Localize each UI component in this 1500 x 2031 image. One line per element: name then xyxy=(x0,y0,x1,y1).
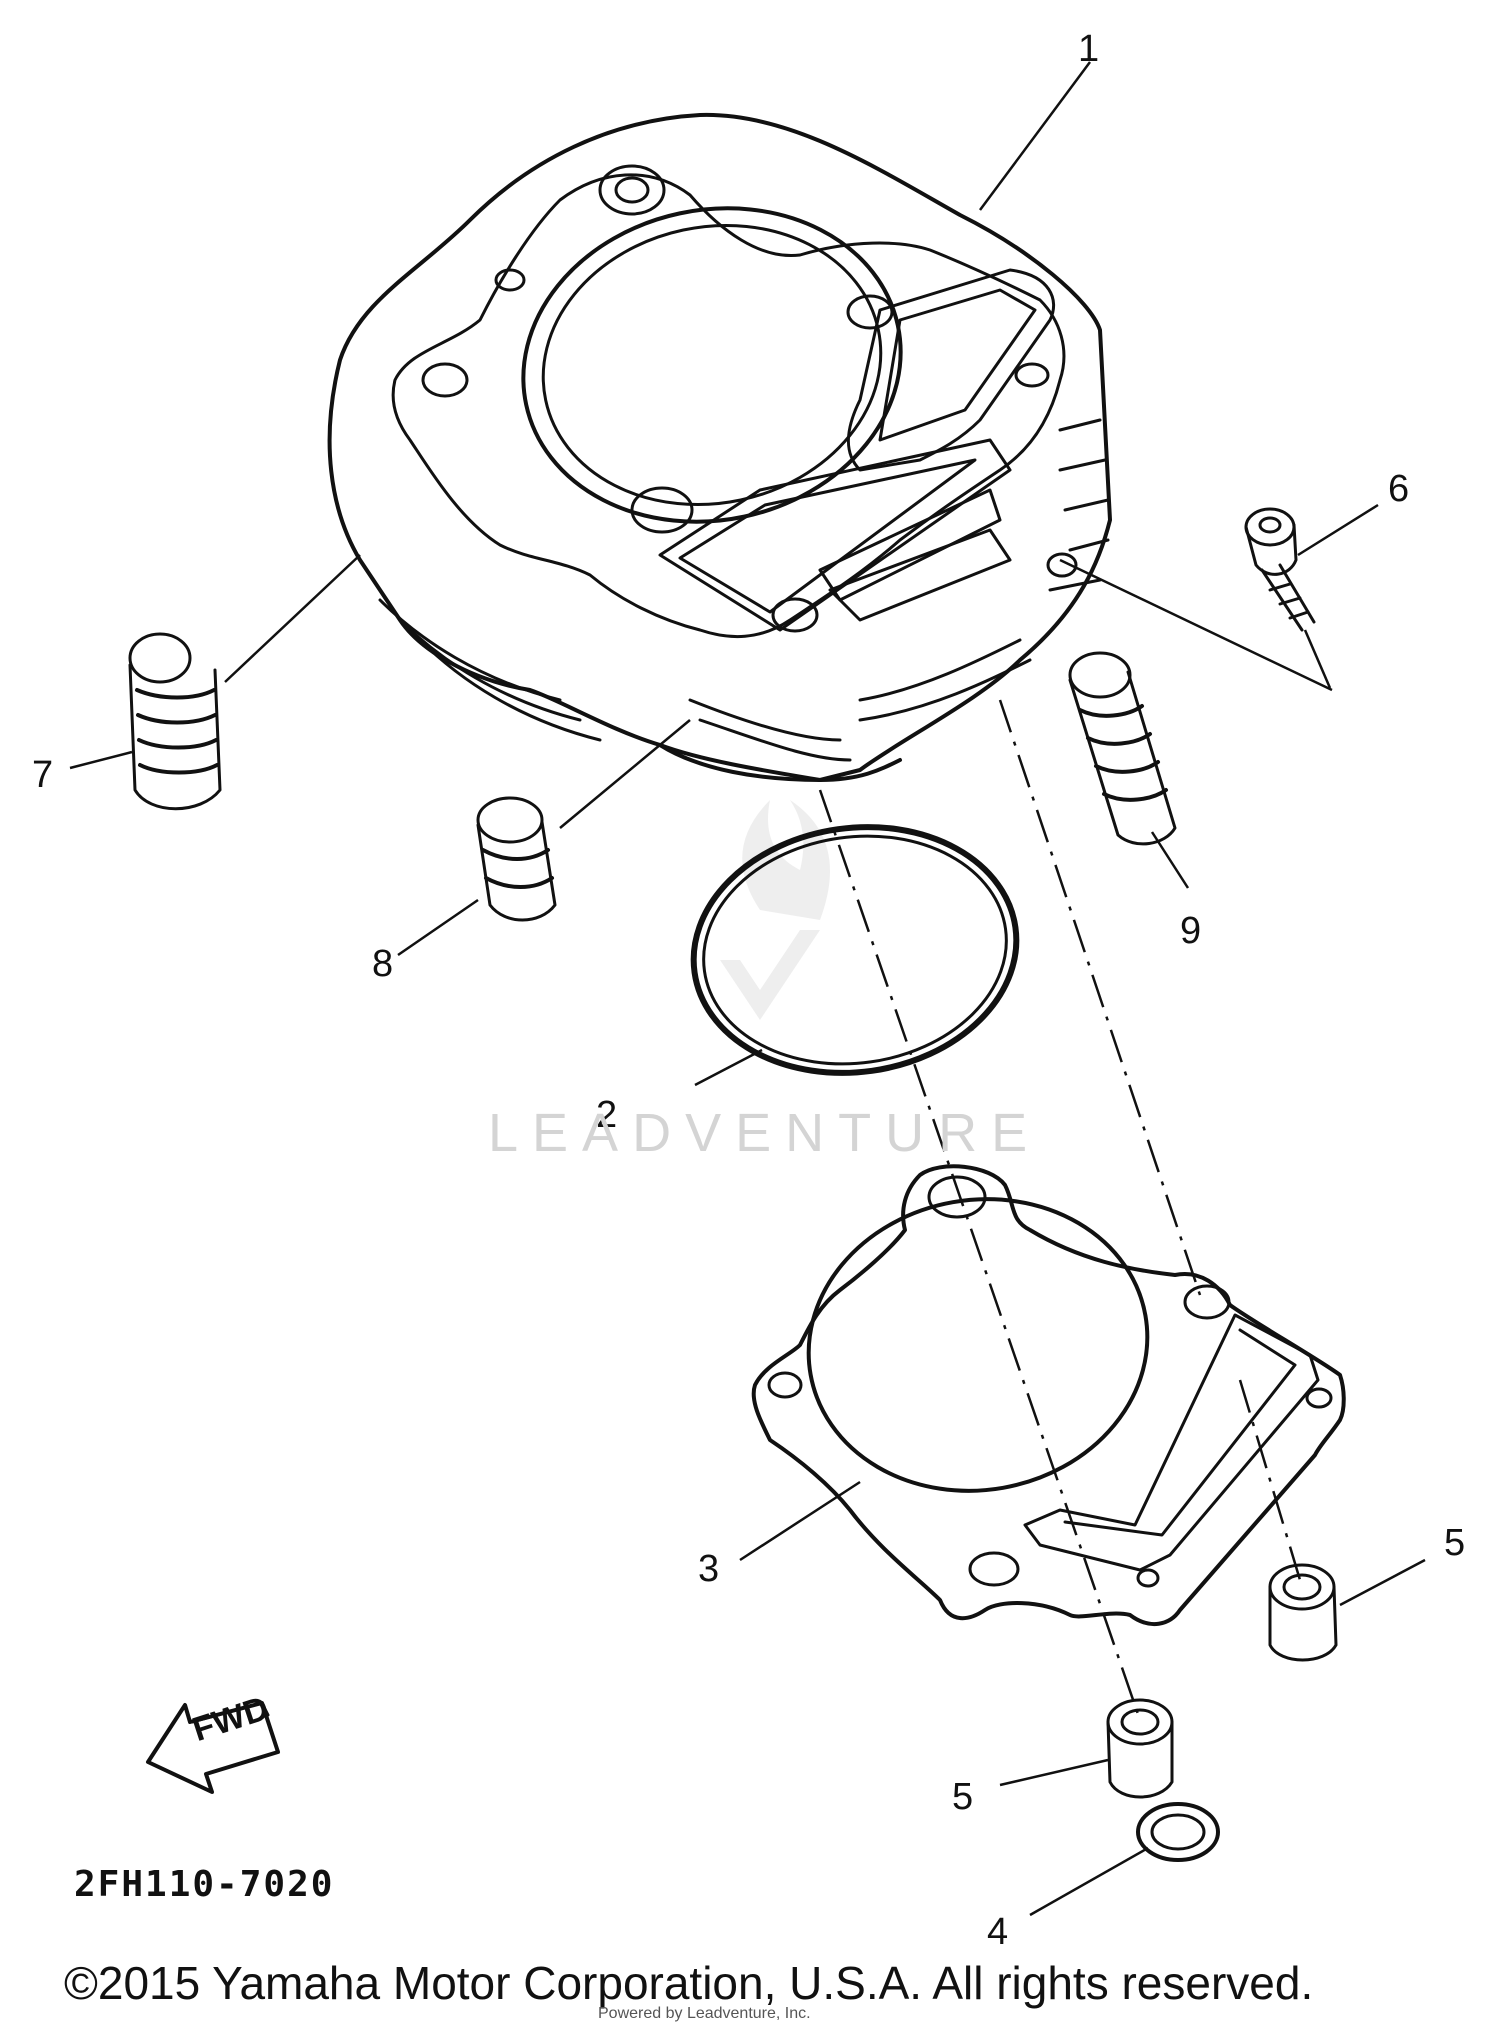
diagram-part-code: 2FH110-7020 xyxy=(74,1864,335,1905)
bolt-part-6[interactable] xyxy=(1244,507,1316,632)
assembly-centerlines xyxy=(818,699,1302,1721)
callout-3: 3 xyxy=(698,1548,720,1590)
copyright-notice: ©2015 Yamaha Motor Corporation, U.S.A. A… xyxy=(64,1957,1314,2009)
dowel-pin-part-5-right[interactable] xyxy=(1268,1563,1338,1662)
watermark-logo xyxy=(720,800,830,1020)
callout-2: 2 xyxy=(596,1094,618,1136)
damper-part-7[interactable] xyxy=(128,632,222,811)
callout-5-right: 5 xyxy=(1444,1522,1466,1564)
callout-6: 6 xyxy=(1388,468,1410,510)
callout-leaders xyxy=(69,61,1426,1917)
small-o-ring-part-4[interactable] xyxy=(1136,1802,1220,1862)
callout-1: 1 xyxy=(1078,28,1100,70)
watermark-subtext: Powered by Leadventure, Inc. xyxy=(598,2005,811,2022)
callout-4: 4 xyxy=(987,1911,1009,1953)
dowel-pin-part-5-bottom[interactable] xyxy=(1106,1698,1174,1799)
callout-9: 9 xyxy=(1180,910,1202,952)
fwd-arrow-icon xyxy=(146,1701,280,1794)
damper-part-9[interactable] xyxy=(1068,651,1177,846)
cylinder-part-1[interactable] xyxy=(327,112,1112,782)
callout-7: 7 xyxy=(32,754,54,796)
gasket-part-3[interactable] xyxy=(751,1164,1346,1626)
watermark-text: LEADVENTURE xyxy=(488,1103,1042,1163)
o-ring-part-2[interactable] xyxy=(678,807,1033,1094)
callout-8: 8 xyxy=(372,943,394,985)
damper-part-8[interactable] xyxy=(476,796,557,922)
callout-5-bottom: 5 xyxy=(952,1776,974,1818)
